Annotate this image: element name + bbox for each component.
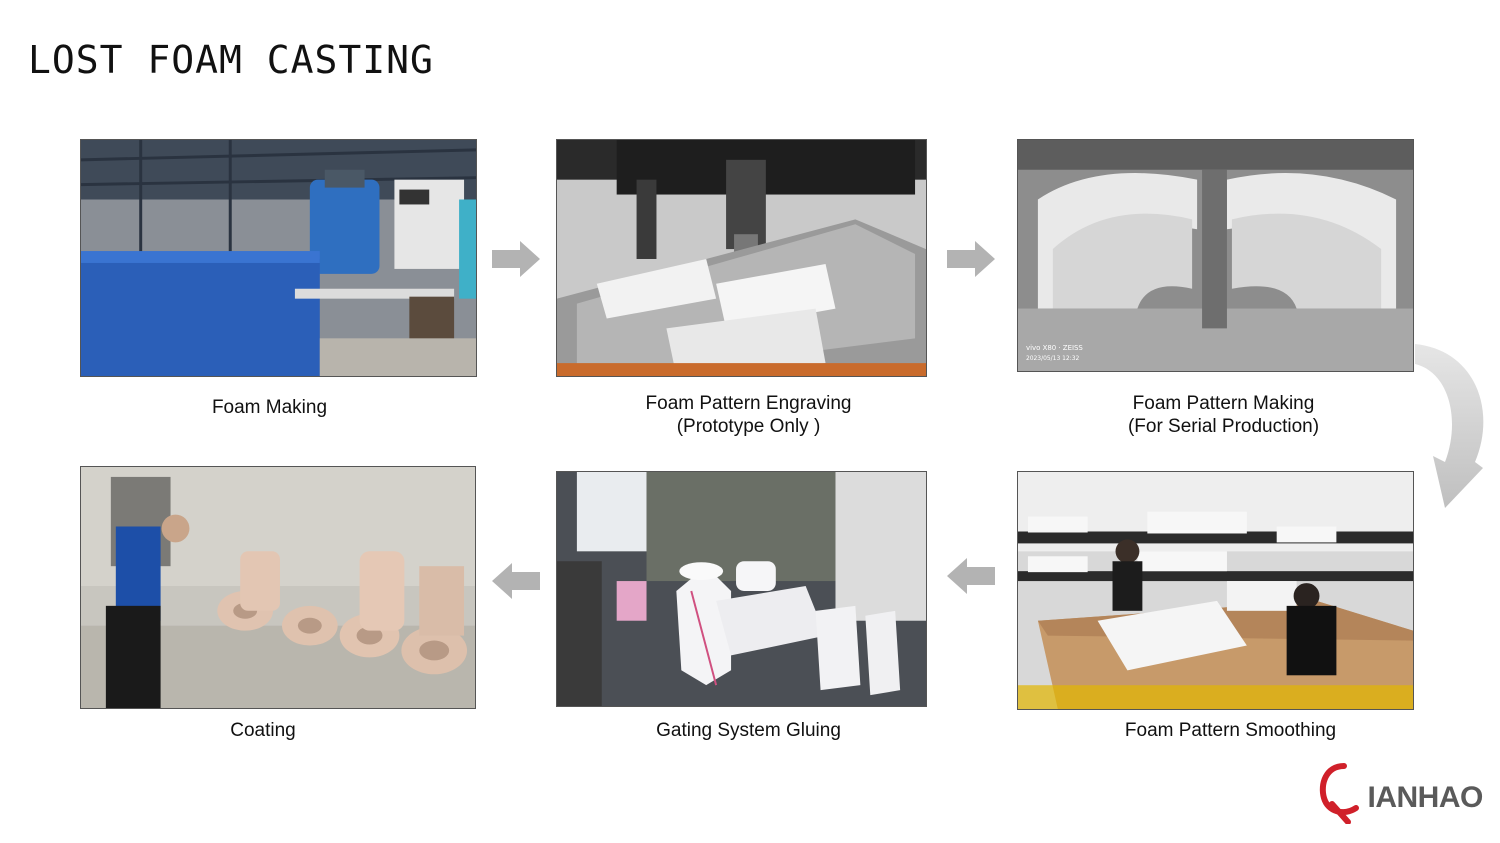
caption-coating: Coating (80, 719, 446, 742)
arrow-left-icon (492, 563, 540, 599)
page-title: LOST FOAM CASTING (28, 38, 434, 82)
caption-line: (For Serial Production) (1127, 416, 1320, 437)
caption-line: Coating (230, 720, 296, 741)
watermark-line1: vivo X80 · ZEISS (1026, 344, 1083, 352)
foam-pattern-making-photo: vivo X80 · ZEISS 2023/05/13 12:32 (1017, 139, 1414, 372)
caption-foam-pattern-engraving: Foam Pattern Engraving (Prototype Only ) (556, 392, 941, 438)
caption-line: Foam Pattern Engraving (645, 393, 852, 414)
arrow-right-icon (947, 241, 995, 277)
caption-gating-system-gluing: Gating System Gluing (556, 719, 941, 742)
watermark-line2: 2023/05/13 12:32 (1026, 355, 1080, 362)
foam-pattern-smoothing-photo (1017, 471, 1414, 710)
caption-line: (Prototype Only ) (676, 416, 821, 437)
caption-line: Foam Making (211, 397, 328, 418)
curved-arrow-icon (1415, 344, 1484, 508)
arrow-left-icon (947, 558, 995, 594)
logo-swoosh-icon (1319, 763, 1359, 824)
gating-system-gluing-photo (556, 471, 927, 707)
caption-line: Foam Pattern Making (1132, 393, 1315, 414)
caption-line: Gating System Gluing (656, 720, 841, 741)
qianhao-logo: QIANHAO (1318, 756, 1486, 828)
caption-foam-pattern-making: Foam Pattern Making (For Serial Producti… (1017, 392, 1430, 438)
caption-line: Foam Pattern Smoothing (1124, 720, 1337, 741)
caption-foam-pattern-smoothing: Foam Pattern Smoothing (1017, 719, 1444, 742)
logo-wordmark: IANHAO (1367, 781, 1484, 814)
caption-foam-making: Foam Making (80, 396, 459, 419)
foam-pattern-engraving-photo (556, 139, 927, 377)
logo-text: QIANHAO (1340, 774, 1484, 816)
foam-making-photo (80, 139, 477, 377)
arrow-right-icon (492, 241, 540, 277)
coating-photo (80, 466, 476, 709)
